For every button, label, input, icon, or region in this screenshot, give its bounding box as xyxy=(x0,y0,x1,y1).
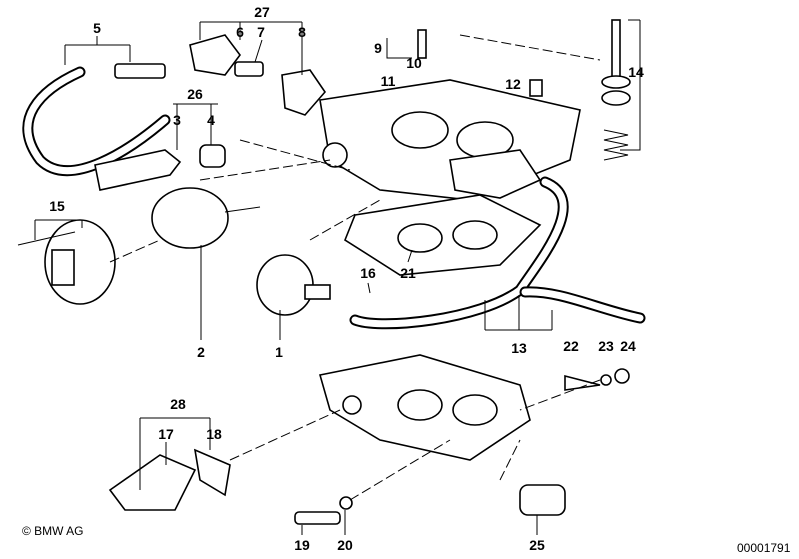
callout-19: 19 xyxy=(294,537,310,553)
part-3 xyxy=(94,149,182,191)
hose-5 xyxy=(22,63,171,177)
part-7 xyxy=(234,61,264,77)
part-12 xyxy=(529,79,543,97)
callout-6: 6 xyxy=(236,24,244,40)
part-15 xyxy=(17,219,116,305)
callout-20: 20 xyxy=(337,537,353,553)
callout-26: 26 xyxy=(187,86,203,102)
callout-27: 27 xyxy=(254,4,270,20)
callout-9: 9 xyxy=(374,40,382,56)
part-19 xyxy=(294,511,341,525)
callout-8: 8 xyxy=(298,24,306,40)
callout-23: 23 xyxy=(598,338,614,354)
part-4 xyxy=(199,144,226,168)
callout-14: 14 xyxy=(628,64,644,80)
part-14 xyxy=(601,19,631,161)
part-17 xyxy=(108,454,197,511)
callout-13: 13 xyxy=(511,340,527,356)
callout-7: 7 xyxy=(257,24,265,40)
callout-12: 12 xyxy=(505,76,521,92)
callout-15: 15 xyxy=(49,198,65,214)
part-22 xyxy=(564,374,601,391)
part-24 xyxy=(614,368,630,384)
callout-2: 2 xyxy=(197,344,205,360)
callout-18: 18 xyxy=(206,426,222,442)
part-8 xyxy=(281,69,327,116)
reference-number: 00001791 xyxy=(737,541,791,555)
callout-11: 11 xyxy=(380,73,396,89)
part-2 xyxy=(151,187,261,249)
part-25 xyxy=(519,484,566,516)
part-23 xyxy=(600,374,612,386)
callout-24: 24 xyxy=(620,338,636,354)
part-9 xyxy=(417,29,427,59)
callout-16: 16 xyxy=(360,265,376,281)
callout-22: 22 xyxy=(563,338,579,354)
callout-10: 10 xyxy=(406,55,422,71)
callout-21: 21 xyxy=(400,265,416,281)
callout-1: 1 xyxy=(275,344,283,360)
assembly-lines xyxy=(109,34,601,501)
callout-3: 3 xyxy=(173,112,181,128)
part-18 xyxy=(193,448,231,497)
callout-17: 17 xyxy=(158,426,174,442)
part-20 xyxy=(339,496,353,510)
callout-28: 28 xyxy=(170,396,186,412)
leader-lines xyxy=(34,19,641,535)
gasket-21 xyxy=(344,194,542,276)
callout-5: 5 xyxy=(93,20,101,36)
callout-4: 4 xyxy=(207,112,215,128)
part-1 xyxy=(256,254,331,316)
hose-13 xyxy=(349,176,646,330)
copyright-notice: © BMW AG xyxy=(22,524,84,538)
part-6 xyxy=(189,34,241,76)
carburetor-lower-body xyxy=(318,354,531,461)
callout-25: 25 xyxy=(529,537,545,553)
carburetor-upper-body xyxy=(319,79,581,201)
